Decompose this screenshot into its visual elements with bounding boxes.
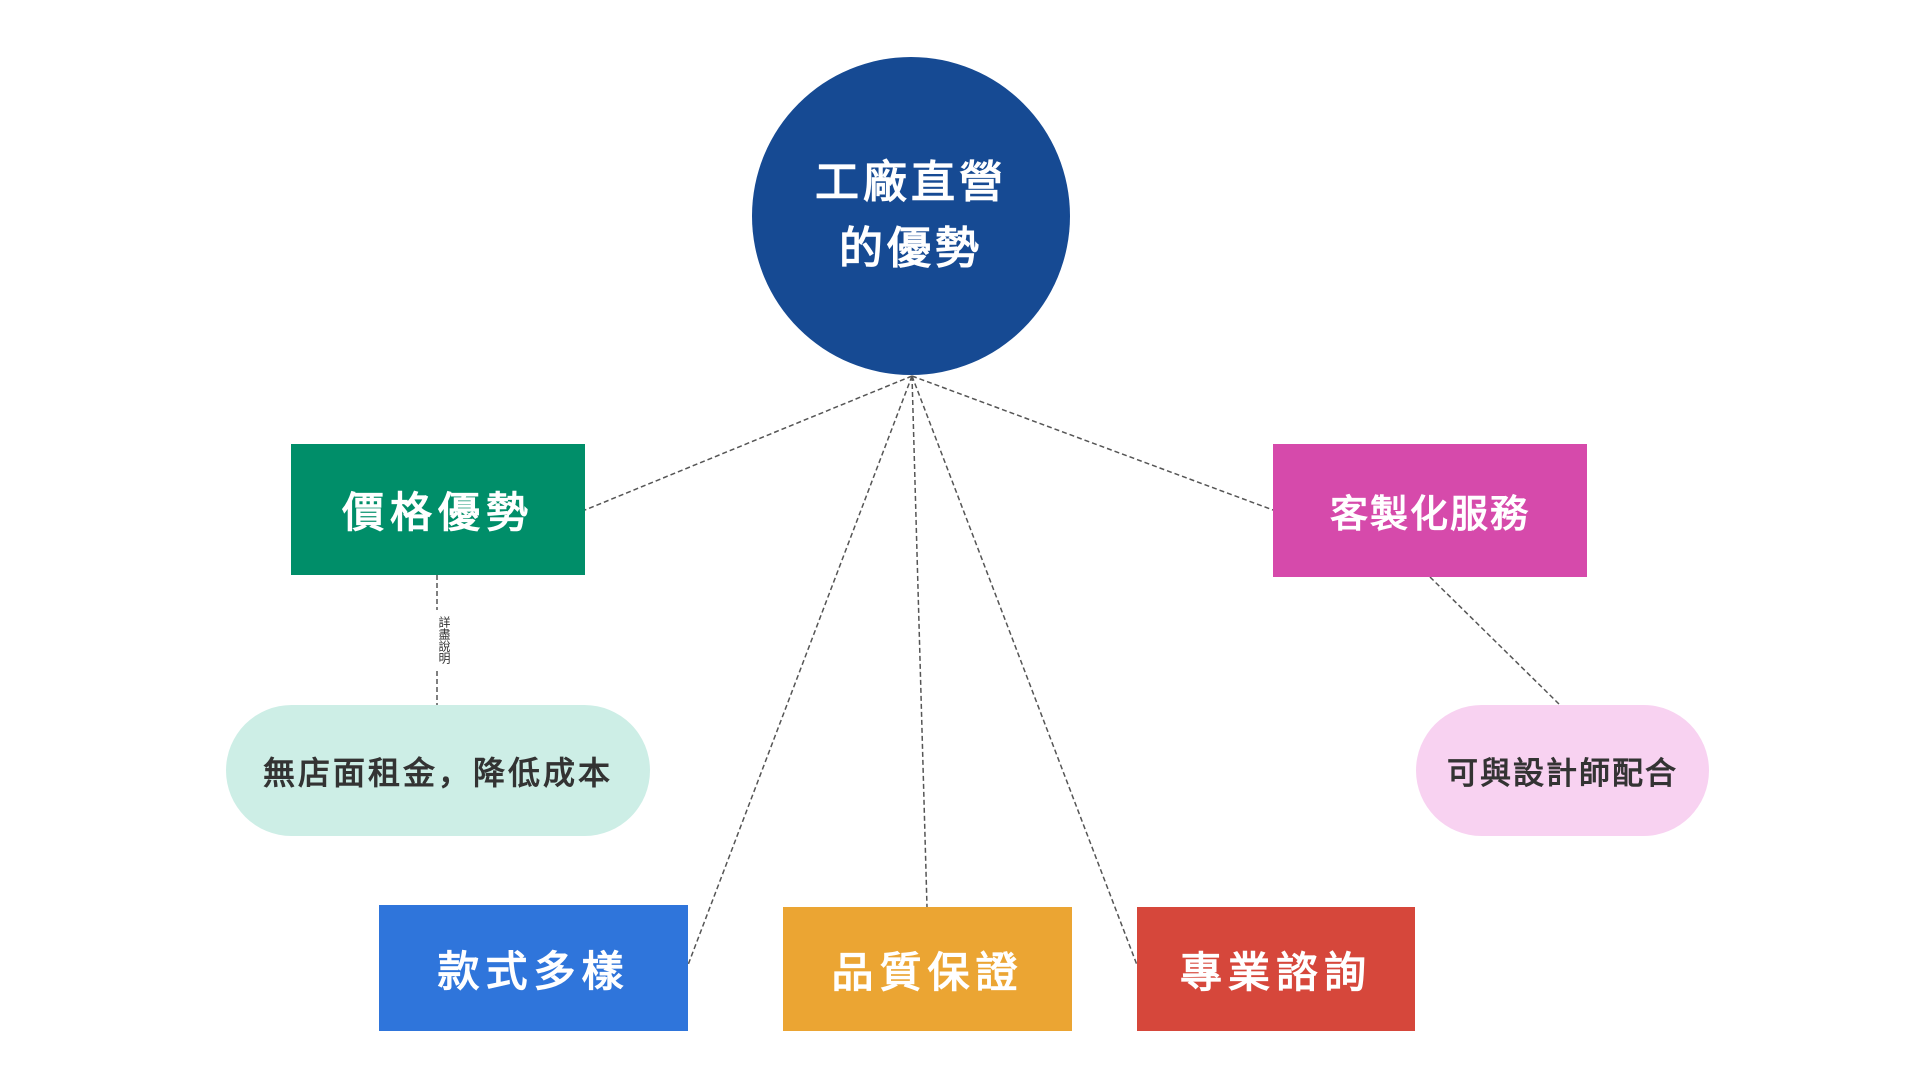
connector-center-consult — [911, 375, 1138, 966]
center-node[interactable]: 工廠直營的優勢 — [752, 57, 1070, 375]
node-price-advantage[interactable]: 價格優勢 — [291, 444, 585, 575]
node-professional-consult[interactable]: 專業諮詢 — [1137, 907, 1415, 1031]
connector-custom-detail — [1429, 576, 1561, 706]
connector-center-quality — [911, 375, 928, 908]
node-diverse-styles[interactable]: 款式多樣 — [379, 905, 688, 1031]
connector-center-price — [584, 375, 913, 511]
node-custom-service[interactable]: 客製化服務 — [1273, 444, 1587, 577]
detail-no-rent[interactable]: 無店面租金，降低成本 — [226, 705, 650, 836]
connector-center-styles — [687, 375, 913, 966]
connector-center-custom — [911, 375, 1274, 511]
edge-label-detail: 詳盡說明 — [431, 610, 451, 670]
node-quality-guarantee[interactable]: 品質保證 — [783, 907, 1072, 1031]
detail-designer[interactable]: 可與設計師配合 — [1416, 705, 1709, 836]
